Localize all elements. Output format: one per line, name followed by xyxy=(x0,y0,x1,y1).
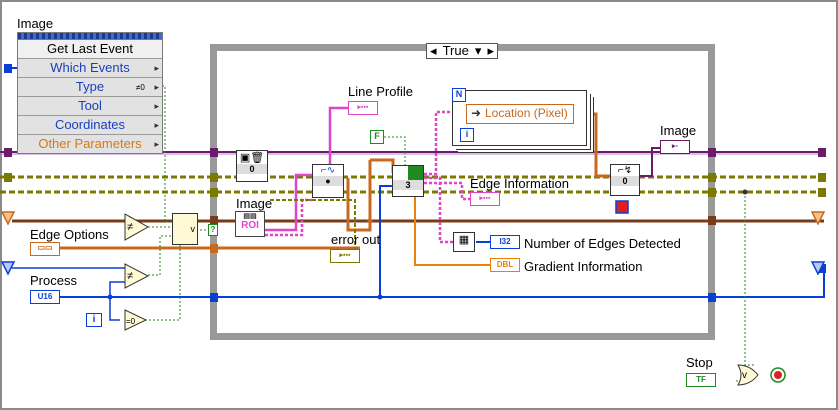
array-icon: ▦ xyxy=(458,234,470,246)
case-selector[interactable]: ◂ True ▾ ▸ xyxy=(426,43,498,59)
process-control[interactable]: U16 xyxy=(30,290,60,304)
compound-or-node[interactable]: v xyxy=(172,213,198,245)
roi-constant[interactable]: ▤▤ ROI xyxy=(235,211,265,237)
number-of-edges-label: Number of Edges Detected xyxy=(524,236,681,251)
overlay-icon: ⌐↯ xyxy=(617,165,633,176)
stop-label: Stop xyxy=(686,355,713,370)
loop-condition-terminal[interactable] xyxy=(770,368,786,383)
edge-information-label: Edge Information xyxy=(470,176,570,191)
case-selector-left-arrow-icon[interactable]: ◂ xyxy=(430,43,437,58)
edge-icon xyxy=(393,166,423,180)
image-out-indicator[interactable]: ▸▫ xyxy=(660,140,690,154)
prop-row-get-last-event[interactable]: Get Last Event xyxy=(18,40,162,59)
prop-row-tool[interactable]: Tool▸ xyxy=(18,97,162,116)
stop-control[interactable]: TF xyxy=(686,373,716,387)
equal-zero-node-label: =0 xyxy=(126,317,136,326)
cluster-icon: ▭▭ xyxy=(37,243,53,252)
chevron-right-icon: ▸ xyxy=(154,82,159,92)
case-selector-dropdown-icon[interactable]: ▾ xyxy=(474,43,482,58)
or-node-label: v xyxy=(742,370,747,381)
prop-row-other-parameters[interactable]: Other Parameters▸ xyxy=(18,135,162,153)
arrow-right-icon: ➜ xyxy=(471,106,482,120)
line-profile-indicator[interactable]: ▸▪▪▪ xyxy=(348,101,378,115)
image-control-label: Image xyxy=(17,16,54,31)
error-out-indicator[interactable]: ▸▪▪▪ xyxy=(330,249,360,263)
edge-detect-node[interactable]: 3 xyxy=(392,165,424,197)
image-inner-label: Image xyxy=(236,196,273,211)
not-equal-node-label: ≠ xyxy=(127,221,134,233)
event-property-node[interactable]: Get Last Event Which Events▸ Type▸ Tool▸… xyxy=(17,32,163,154)
image-icon: ▣🗑 xyxy=(239,152,265,164)
property-node-header xyxy=(18,33,162,40)
line-profile-label: Line Profile xyxy=(348,84,414,99)
line-profile-icon: ⌐∿ xyxy=(320,165,336,176)
edge-options-control[interactable]: ▭▭ xyxy=(30,242,60,256)
overlay-node[interactable]: ⌐↯ 0 xyxy=(610,164,640,196)
not-equal-zero-node-label: ≠0 xyxy=(136,83,145,92)
edge-information-indicator[interactable]: ▸▪▪▪ xyxy=(470,192,500,206)
loop-count-terminal[interactable]: N xyxy=(452,88,466,102)
image-out-label: Image xyxy=(660,123,697,138)
edge-options-label: Edge Options xyxy=(30,227,109,242)
chevron-right-icon: ▸ xyxy=(154,120,159,130)
not-equal-node-label-2: ≠ xyxy=(127,270,134,282)
chevron-right-icon: ▸ xyxy=(154,63,159,73)
gradient-info-indicator[interactable]: DBL xyxy=(490,258,520,272)
or-symbol: v xyxy=(190,224,196,234)
error-out-label: error out xyxy=(331,232,381,247)
chevron-right-icon: ▸ xyxy=(154,101,159,111)
case-selector-value: True xyxy=(442,43,469,58)
num-edges-indicator[interactable]: I32 xyxy=(490,235,520,249)
gradient-information-label: Gradient Information xyxy=(524,259,643,274)
false-constant[interactable]: F xyxy=(370,130,384,144)
iteration-terminal[interactable]: i xyxy=(86,313,102,327)
loop-iteration-terminal[interactable]: i xyxy=(460,128,474,142)
case-selector-right-arrow-icon[interactable]: ▸ xyxy=(487,43,494,58)
chevron-right-icon: ▸ xyxy=(154,139,159,149)
case-selector-terminal[interactable]: ? xyxy=(208,224,218,236)
image-copy-node[interactable]: ▣🗑 0 xyxy=(236,150,268,182)
prop-row-type[interactable]: Type▸ xyxy=(18,78,162,97)
prop-row-which-events[interactable]: Which Events▸ xyxy=(18,59,162,78)
image-ref-icon: ▤▤ xyxy=(243,213,257,220)
line-profile-node[interactable]: ⌐∿ ● xyxy=(312,164,344,198)
process-label: Process xyxy=(30,273,77,288)
node-icon: ● xyxy=(313,176,343,186)
array-size-node[interactable]: ▦ xyxy=(453,232,475,252)
unbundle-location-node[interactable]: ➜ Location (Pixel) xyxy=(466,104,574,124)
prop-row-coordinates[interactable]: Coordinates▸ xyxy=(18,116,162,135)
